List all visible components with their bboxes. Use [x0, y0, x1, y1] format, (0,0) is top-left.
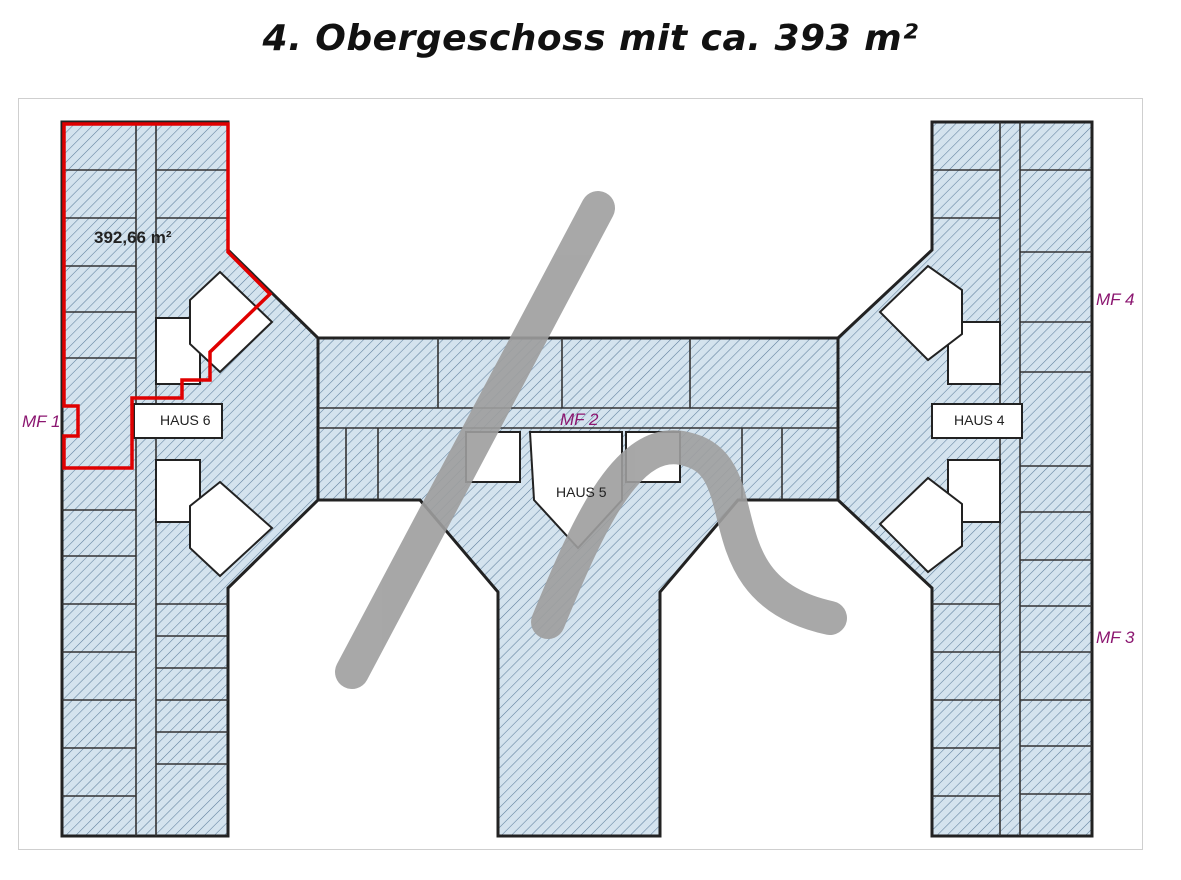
page-title: 4. Obergeschoss mit ca. 393 m² [262, 18, 919, 59]
plan-frame [18, 98, 1143, 850]
stair-cores [133, 264, 1023, 578]
unit-mf3-label: MF 3 [1096, 628, 1135, 647]
unit-mf1-label: MF 1 [22, 412, 61, 431]
haus-4-label: HAUS 4 [954, 412, 1005, 428]
watermark-logo [335, 191, 847, 689]
rental-area-outline [62, 122, 273, 470]
haus-6-label: HAUS 6 [160, 412, 211, 428]
unit-mf2-label: MF 2 [560, 410, 599, 429]
area-label: 392,66 m² [94, 228, 172, 247]
haus-5-label: HAUS 5 [556, 484, 607, 500]
unit-mf4-label: MF 4 [1096, 290, 1135, 309]
